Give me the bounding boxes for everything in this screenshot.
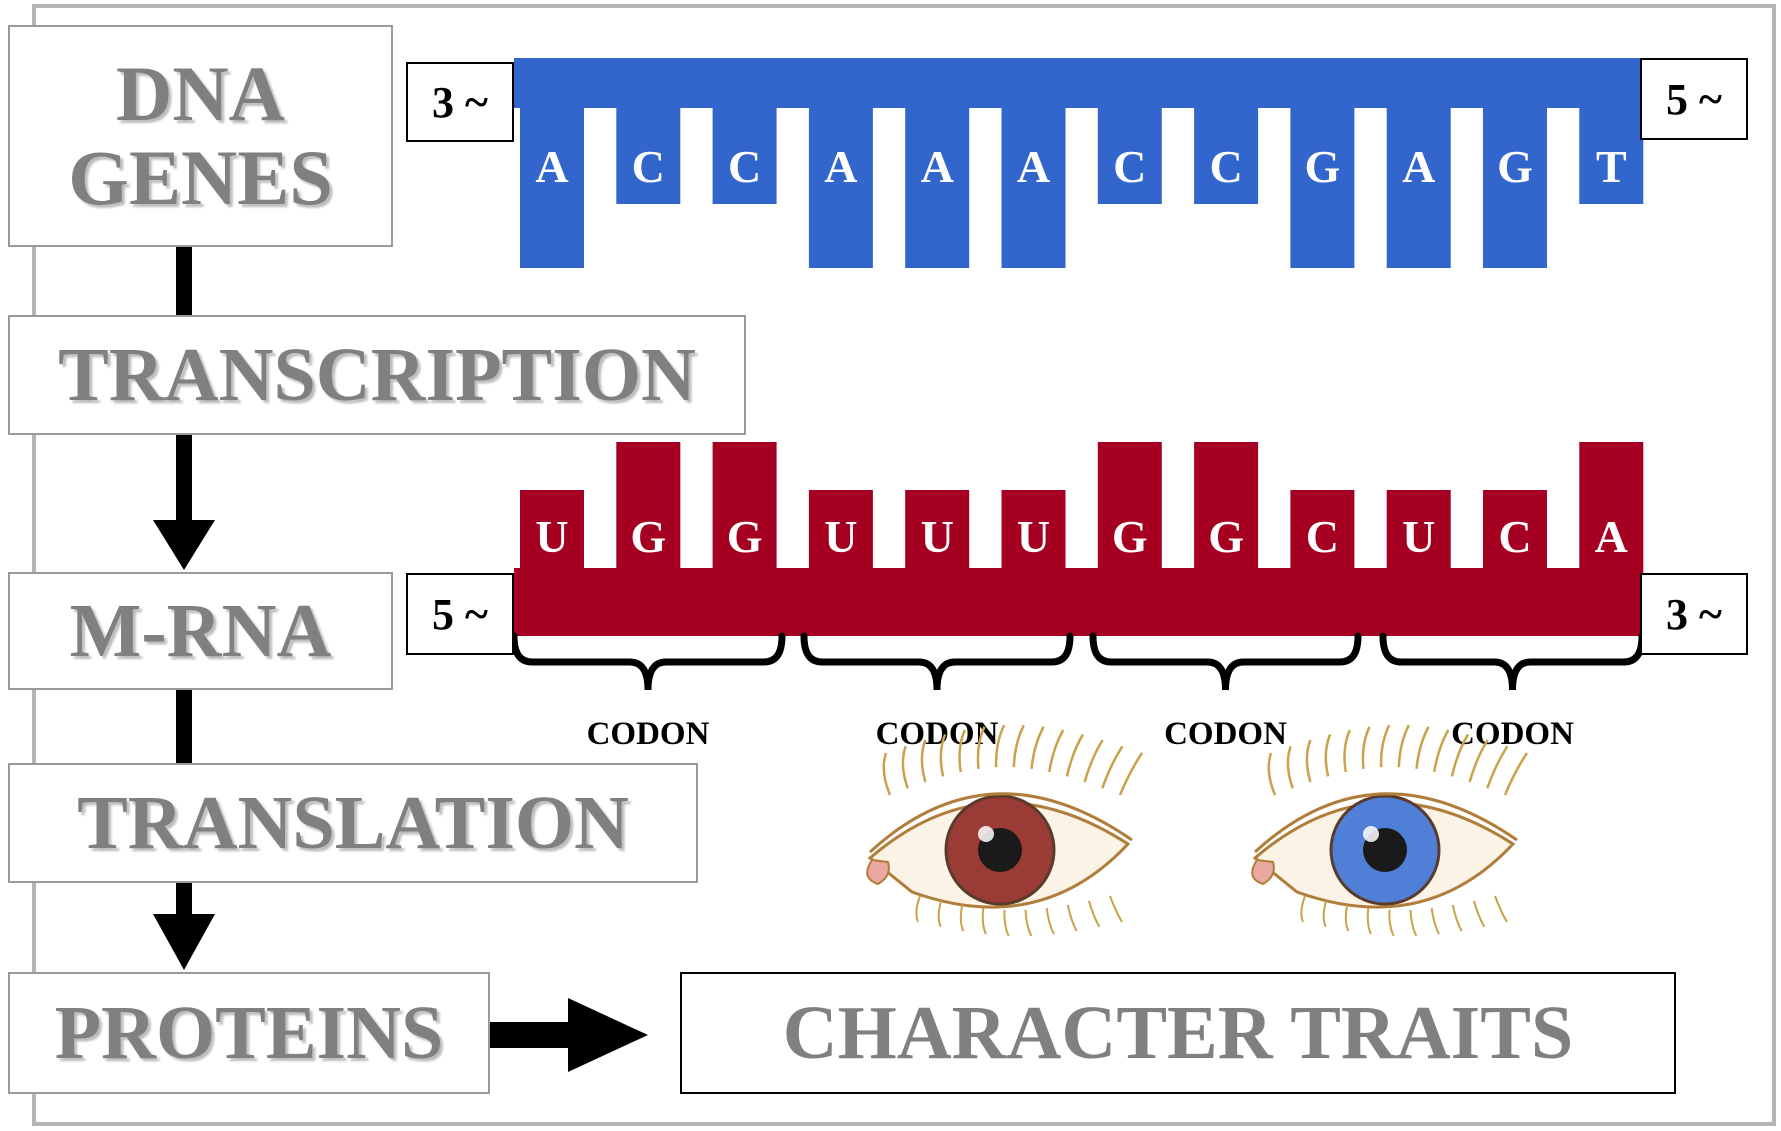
character-traits-label: CHARACTER TRAITS [782, 991, 1574, 1075]
dna-base-bar [1579, 100, 1644, 204]
brown-eye-icon [866, 724, 1144, 937]
proteins-label: PROTEINS [54, 991, 444, 1075]
mrna-backbone [514, 568, 1642, 636]
dna-base-letter: T [1596, 141, 1627, 192]
mrna-base-letter: U [1402, 511, 1435, 562]
translation-box: TRANSLATION [8, 763, 698, 883]
genes-label: GENES [68, 134, 333, 221]
mrna-base-bar [712, 442, 777, 575]
transcription-label: TRANSCRIPTION [58, 333, 696, 417]
mrna-base-bar [1290, 490, 1355, 575]
blue-eye-icon [1251, 724, 1529, 937]
mrna-base-bar [616, 442, 681, 575]
mrna-label: M-RNA [69, 589, 332, 673]
mrna-base-letter: U [1017, 511, 1050, 562]
dna-label: DNA [116, 50, 285, 137]
codon-brace [510, 632, 786, 691]
dna-base-bar [1194, 100, 1259, 204]
dna-base-bar [616, 100, 681, 204]
mrna-base-bar [1001, 490, 1066, 575]
mrna-base-letter: G [727, 511, 763, 562]
dna-genes-box: DNA GENES [8, 25, 393, 247]
dna-base-letter: A [535, 141, 568, 192]
dna-base-bar [1386, 100, 1451, 268]
mrna-base-letter: G [630, 511, 666, 562]
outer-frame [32, 4, 1776, 1126]
dna-left-end: 3 ~ [406, 62, 514, 142]
mrna-base-letter: A [1595, 511, 1628, 562]
mrna-left-end: 5 ~ [406, 573, 514, 655]
dna-base-letter: C [1113, 141, 1146, 192]
mrna-right-end: 3 ~ [1640, 573, 1748, 655]
mrna-base-bar [520, 490, 584, 575]
codon-label: CODON [1164, 716, 1287, 752]
mrna-base-letter: C [1306, 511, 1339, 562]
mrna-base-letter: C [1498, 511, 1531, 562]
dna-base-letter: G [1497, 141, 1533, 192]
dna-base-bar [1483, 100, 1547, 268]
mrna-base-letter: U [921, 511, 954, 562]
proteins-box: PROTEINS [8, 972, 490, 1094]
dna-base-bar [1097, 100, 1162, 204]
dna-right-end: 5 ~ [1640, 58, 1748, 140]
dna-base-letter: G [1305, 141, 1341, 192]
dna-base-bar [712, 100, 777, 204]
mrna-base-bar [808, 490, 873, 575]
transcription-box: TRANSCRIPTION [8, 315, 746, 435]
dna-base-letter: A [1402, 141, 1435, 192]
dna-base-letter: C [728, 141, 761, 192]
mrna-box: M-RNA [8, 572, 393, 690]
dna-backbone [514, 58, 1642, 108]
mrna-base-bar [1483, 490, 1547, 575]
dna-base-bar [520, 100, 584, 268]
codon-label: CODON [1451, 716, 1574, 752]
codon-brace [800, 632, 1074, 691]
dna-base-bar [1001, 100, 1066, 268]
codon-label: CODON [587, 716, 710, 752]
mrna-base-letter: G [1112, 511, 1148, 562]
dna-base-bar [1290, 100, 1355, 268]
codon-label: CODON [876, 716, 999, 752]
codon-braces: CODON CODON CODON CODON [510, 632, 1646, 752]
codon-brace [1379, 632, 1646, 691]
character-traits-box: CHARACTER TRAITS [680, 972, 1676, 1094]
mrna-base-letter: G [1208, 511, 1244, 562]
dna-base-letter: A [824, 141, 857, 192]
dna-base-letter: C [632, 141, 665, 192]
dna-base-letter: C [1209, 141, 1242, 192]
dna-base-letter: A [1017, 141, 1050, 192]
codon-brace [1089, 632, 1362, 691]
mrna-base-letter: U [824, 511, 857, 562]
mrna-base-bar [905, 490, 970, 575]
mrna-base-letter: U [535, 511, 568, 562]
dna-base-bar [808, 100, 873, 268]
dna-base-bar [905, 100, 970, 268]
dna-base-letter: A [921, 141, 954, 192]
flow-connectors [153, 246, 648, 1072]
mrna-base-bar [1386, 490, 1451, 575]
mrna-base-bar [1097, 442, 1162, 575]
translation-label: TRANSLATION [77, 781, 629, 865]
mrna-base-bar [1194, 442, 1259, 575]
mrna-base-bar [1579, 442, 1644, 575]
